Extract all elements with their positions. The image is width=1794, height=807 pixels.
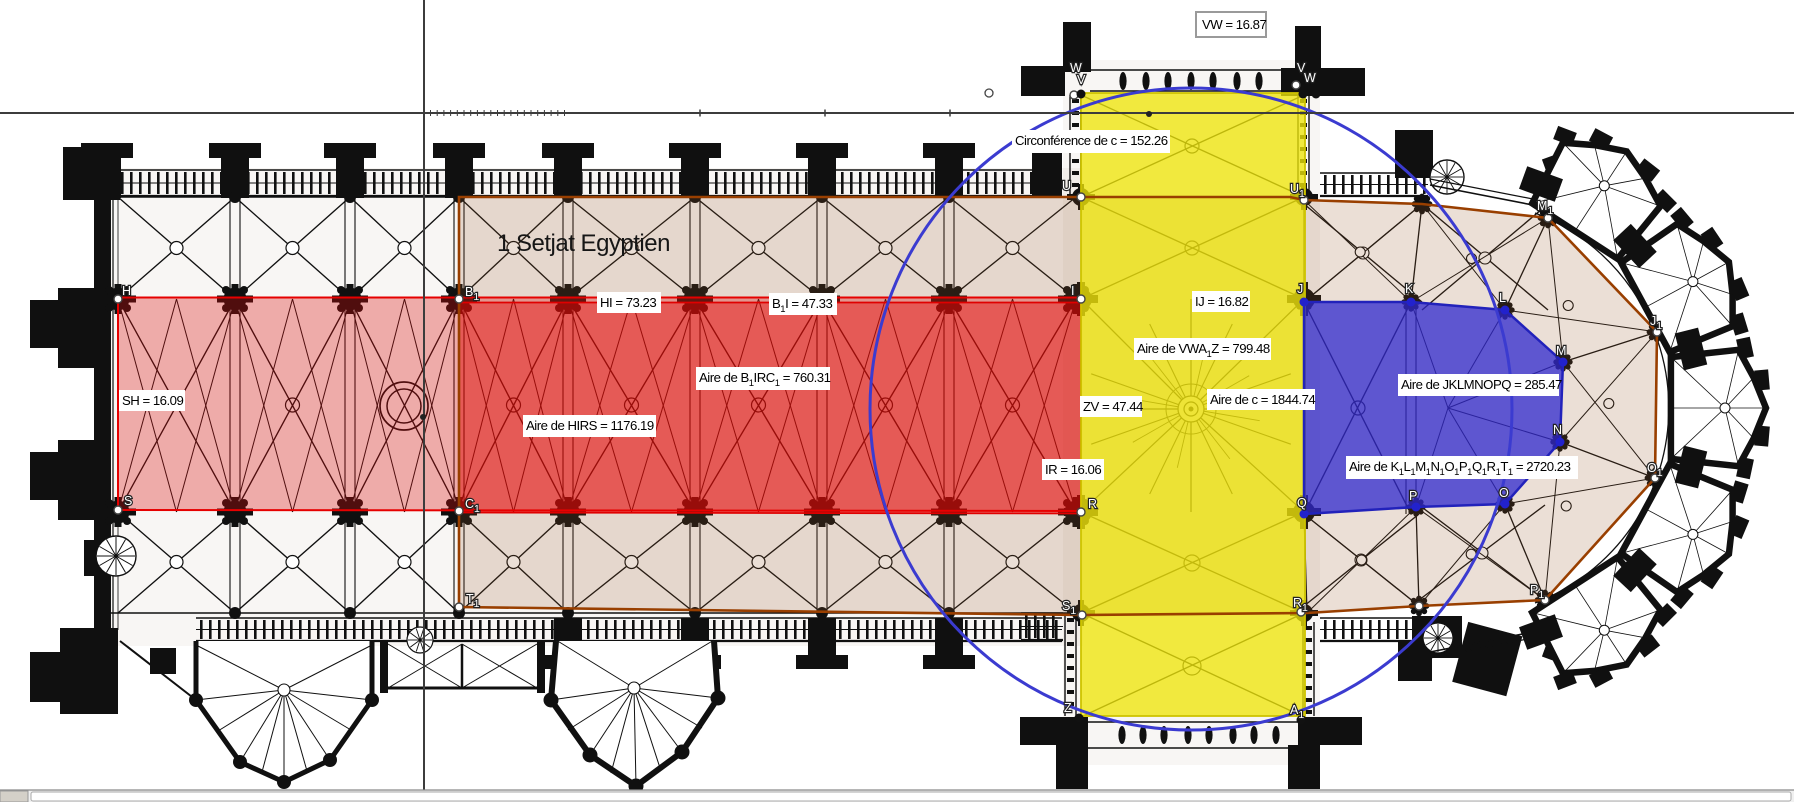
svg-text:O: O: [1499, 486, 1509, 500]
svg-text:ZV = 47.44: ZV = 47.44: [1083, 399, 1143, 414]
svg-text:U: U: [1062, 179, 1071, 193]
svg-text:W: W: [1304, 71, 1316, 85]
svg-text:Aire de c = 1844.74: Aire de c = 1844.74: [1210, 392, 1315, 407]
svg-text:Aire de JKLMNOPQ = 285.47: Aire de JKLMNOPQ = 285.47: [1401, 377, 1562, 392]
svg-text:Z: Z: [1064, 701, 1072, 715]
svg-text:M: M: [1556, 344, 1566, 358]
svg-text:V: V: [1077, 73, 1086, 87]
svg-text:P: P: [1409, 489, 1417, 503]
svg-text:Q: Q: [1297, 496, 1307, 510]
svg-text:Aire de K1L1M1N1O1P1Q1R1T1 =: Aire de K1L1M1N1O1P1Q1R1T1 = 2720.23: [1349, 459, 1571, 478]
svg-text:IJ = 16.82: IJ = 16.82: [1195, 294, 1248, 309]
svg-text:I: I: [1071, 284, 1074, 298]
svg-text:IR = 16.06: IR = 16.06: [1045, 462, 1101, 477]
svg-text:Aire de B1IRC1 = 760.31: Aire de B1IRC1 = 760.31: [699, 370, 831, 389]
svg-text:Circonférence de c = 152.26: Circonférence de c = 152.26: [1015, 133, 1168, 148]
svg-text:K: K: [1405, 282, 1414, 296]
svg-text:Aire de VWA1Z = 799.48: Aire de VWA1Z = 799.48: [1137, 341, 1270, 360]
svg-text:1 Setjat Egyptien: 1 Setjat Egyptien: [497, 230, 670, 257]
svg-text:VW = 16.87: VW = 16.87: [1202, 17, 1266, 32]
svg-text:B1I = 47.33: B1I = 47.33: [772, 296, 832, 315]
svg-text:L: L: [1499, 291, 1506, 305]
svg-text:Aire de HIRS = 1176.19: Aire de HIRS = 1176.19: [526, 418, 654, 433]
svg-text:HI = 73.23: HI = 73.23: [600, 295, 656, 310]
svg-text:R: R: [1088, 497, 1097, 511]
svg-text:H: H: [122, 284, 131, 298]
svg-text:W: W: [1070, 61, 1082, 75]
svg-text:N: N: [1553, 423, 1562, 437]
svg-text:SH = 16.09: SH = 16.09: [122, 393, 184, 408]
svg-text:V: V: [1297, 61, 1306, 75]
svg-text:J: J: [1297, 282, 1303, 296]
svg-text:S: S: [124, 494, 132, 508]
